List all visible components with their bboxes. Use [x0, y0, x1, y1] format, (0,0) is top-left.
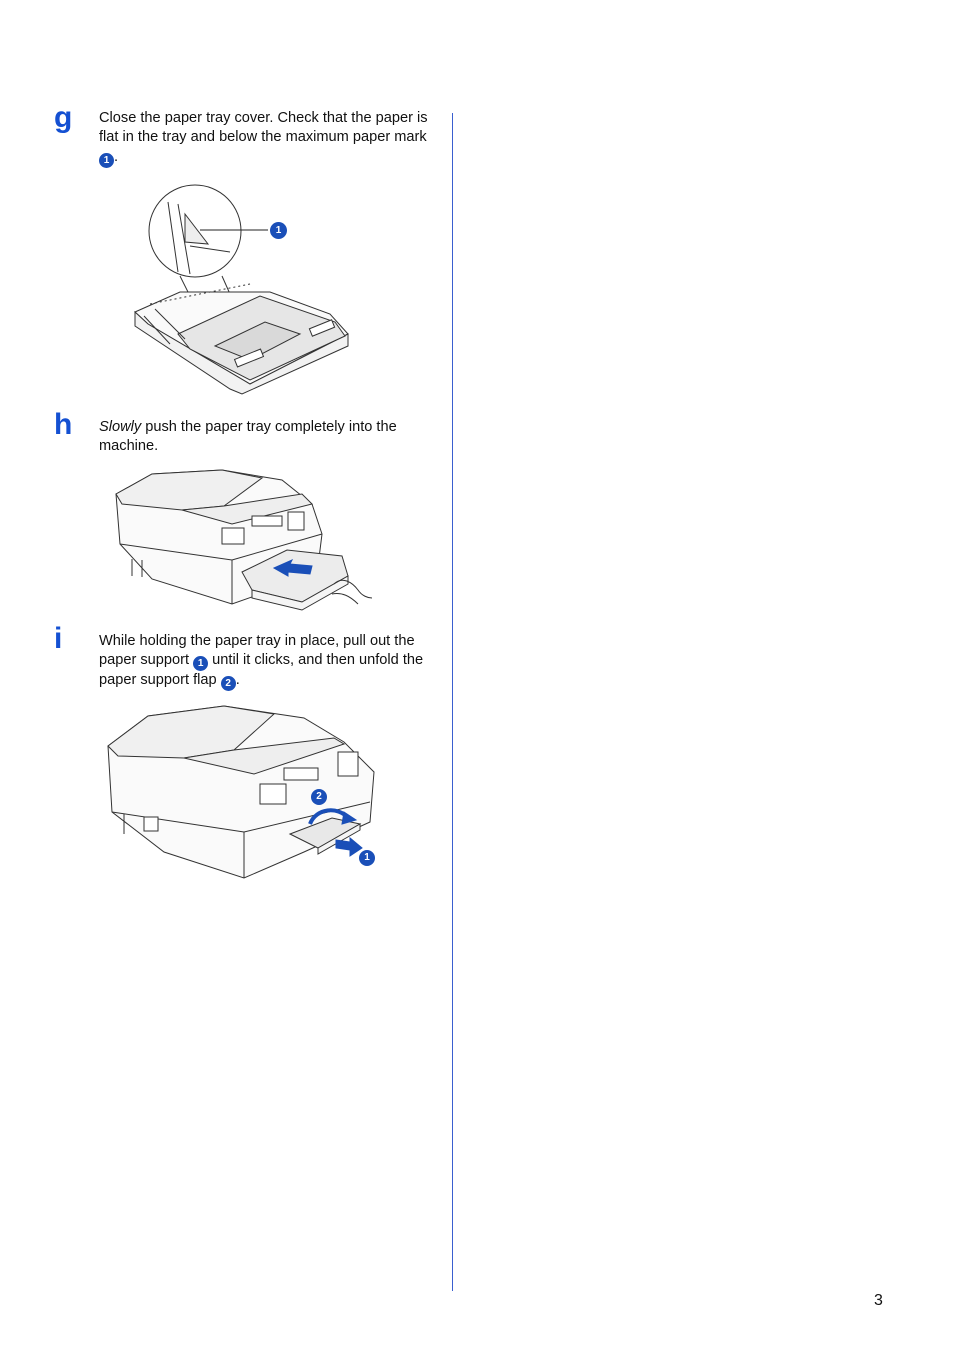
step-h-emphasis: Slowly — [99, 419, 142, 435]
step-h-text: push the paper tray completely into the … — [99, 419, 397, 455]
page-number: 3 — [874, 1292, 883, 1309]
step-g-text: Close the paper tray cover. Check that t… — [99, 110, 428, 146]
paper-tray-illustration — [130, 184, 360, 400]
callout-badge-2: 2 — [220, 676, 236, 692]
step-i-text-1: While holding the paper tray in place, p… — [99, 633, 415, 669]
push-tray-illustration — [112, 464, 372, 614]
callout-badge-1: 1 — [99, 152, 114, 168]
paper-support-illustration — [104, 702, 384, 880]
step-g-instruction: Close the paper tray cover. Check that t… — [99, 109, 439, 168]
step-letter-i: i — [54, 622, 63, 655]
illustration-callout-1: 1 — [359, 850, 375, 866]
step-i-text-2: until it clicks, and then unfold the pap… — [99, 652, 424, 689]
step-letter-h: h — [54, 408, 73, 441]
step-h-instruction: Slowly push the paper tray completely in… — [99, 418, 439, 457]
step-i-instruction: While holding the paper tray in place, p… — [99, 632, 439, 692]
step-letter-g: g — [54, 101, 73, 134]
illustration-callout-2: 2 — [311, 789, 327, 805]
illustration-callout-1: 1 — [270, 222, 287, 239]
step-g-text-end: . — [114, 148, 119, 165]
column-divider — [452, 113, 453, 1291]
callout-badge-1: 1 — [193, 656, 209, 672]
step-i-text-3: . — [235, 672, 240, 689]
